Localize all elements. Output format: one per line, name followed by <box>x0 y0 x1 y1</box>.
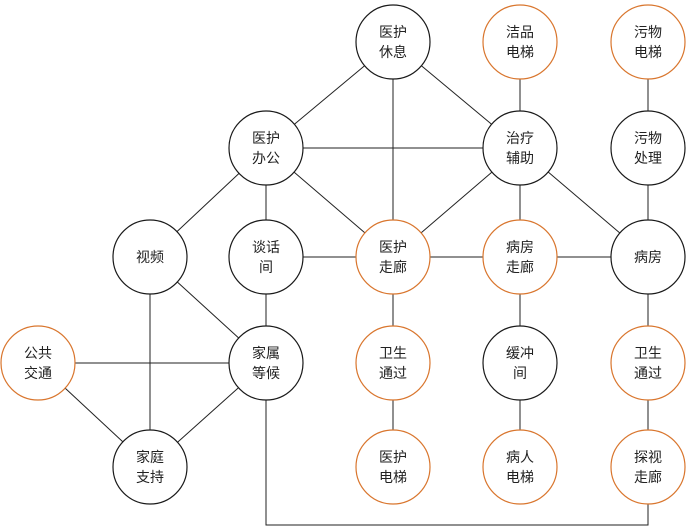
node-label: 通过 <box>634 366 662 382</box>
node-label: 谈话 <box>252 240 280 256</box>
edge-jiashu_denghou-tanshi_zoulang <box>265 400 649 526</box>
node-shipin: 视频 <box>112 219 188 295</box>
edge-gonggong_jiaotong-jiating_zhichi <box>64 387 124 443</box>
node-label: 家庭 <box>136 449 164 466</box>
edge-shipin-jiashu_denghou <box>176 281 240 339</box>
node-tanhua-jian: 谈话间 <box>228 219 304 295</box>
edge-yihu_xiuxi-zhiliao_fuzhu <box>421 65 492 125</box>
node-circle <box>610 325 686 401</box>
node-label: 公共 <box>24 346 52 362</box>
node-label: 处理 <box>634 151 662 167</box>
node-circle <box>482 325 558 401</box>
node-circle <box>355 4 431 80</box>
node-label: 交通 <box>24 365 52 382</box>
edge-layer <box>64 65 649 526</box>
node-label: 探视 <box>634 450 662 466</box>
node-label: 卫生 <box>634 346 662 362</box>
node-circle <box>112 429 188 505</box>
node-label: 电梯 <box>506 45 534 61</box>
node-label: 医护 <box>379 450 407 466</box>
node-label: 污物 <box>634 131 662 147</box>
node-label: 治疗 <box>506 131 534 147</box>
node-circle <box>355 429 431 505</box>
node-label: 办公 <box>252 151 280 167</box>
node-bingfang: 病房 <box>610 219 686 295</box>
node-label: 休息 <box>379 44 407 61</box>
node-label: 卫生 <box>379 346 407 362</box>
node-circle <box>610 4 686 80</box>
node-label: 病人 <box>506 450 534 466</box>
node-circle <box>112 219 188 295</box>
node-label: 间 <box>513 366 527 382</box>
node-label: 家属 <box>252 345 280 362</box>
node-circle <box>482 429 558 505</box>
node-layer: 医护休息洁品电梯污物电梯医护办公治疗辅助污物处理视频谈话间医护走廊病房走廊病房公… <box>0 4 686 505</box>
node-label: 视频 <box>136 250 164 266</box>
node-circle <box>610 110 686 186</box>
node-label: 支持 <box>136 470 164 486</box>
node-label: 走廊 <box>634 469 662 486</box>
node-label: 洁品 <box>506 25 534 41</box>
node-label: 医护 <box>252 131 280 147</box>
node-circle <box>610 429 686 505</box>
node-circle <box>228 110 304 186</box>
node-label: 等候 <box>252 365 280 382</box>
node-circle <box>482 4 558 80</box>
edge-yihu_bangong-yihu_zoulang <box>293 171 366 234</box>
node-circle <box>482 219 558 295</box>
edge-jiashu_denghou-jiating_zhichi <box>177 387 239 443</box>
node-label: 污物 <box>634 25 662 41</box>
node-label: 电梯 <box>506 470 534 486</box>
node-label: 病房 <box>634 250 662 266</box>
edge-yihu_bangong-shipin <box>176 172 240 233</box>
node-label: 间 <box>259 260 273 276</box>
node-label: 医护 <box>379 240 407 256</box>
node-circle <box>355 219 431 295</box>
node-circle <box>228 219 304 295</box>
node-label: 通过 <box>379 366 407 382</box>
node-label: 走廊 <box>379 259 407 276</box>
node-label: 病房 <box>506 240 534 256</box>
node-circle <box>610 219 686 295</box>
edge-zhiliao_fuzhu-bingfang <box>547 171 621 234</box>
node-huanchong-jian: 缓冲间 <box>482 325 558 401</box>
edge-zhiliao_fuzhu-yihu_zoulang <box>420 171 493 234</box>
node-label: 辅助 <box>506 151 534 167</box>
node-label: 电梯 <box>379 470 407 486</box>
edge-yihu_xiuxi-yihu_bangong <box>294 65 365 125</box>
node-circle <box>482 110 558 186</box>
node-label: 走廊 <box>506 259 534 276</box>
node-label: 缓冲 <box>506 346 534 362</box>
node-label: 电梯 <box>634 45 662 61</box>
node-circle <box>0 325 76 401</box>
node-circle <box>228 325 304 401</box>
node-label: 医护 <box>379 25 407 41</box>
node-circle <box>355 325 431 401</box>
